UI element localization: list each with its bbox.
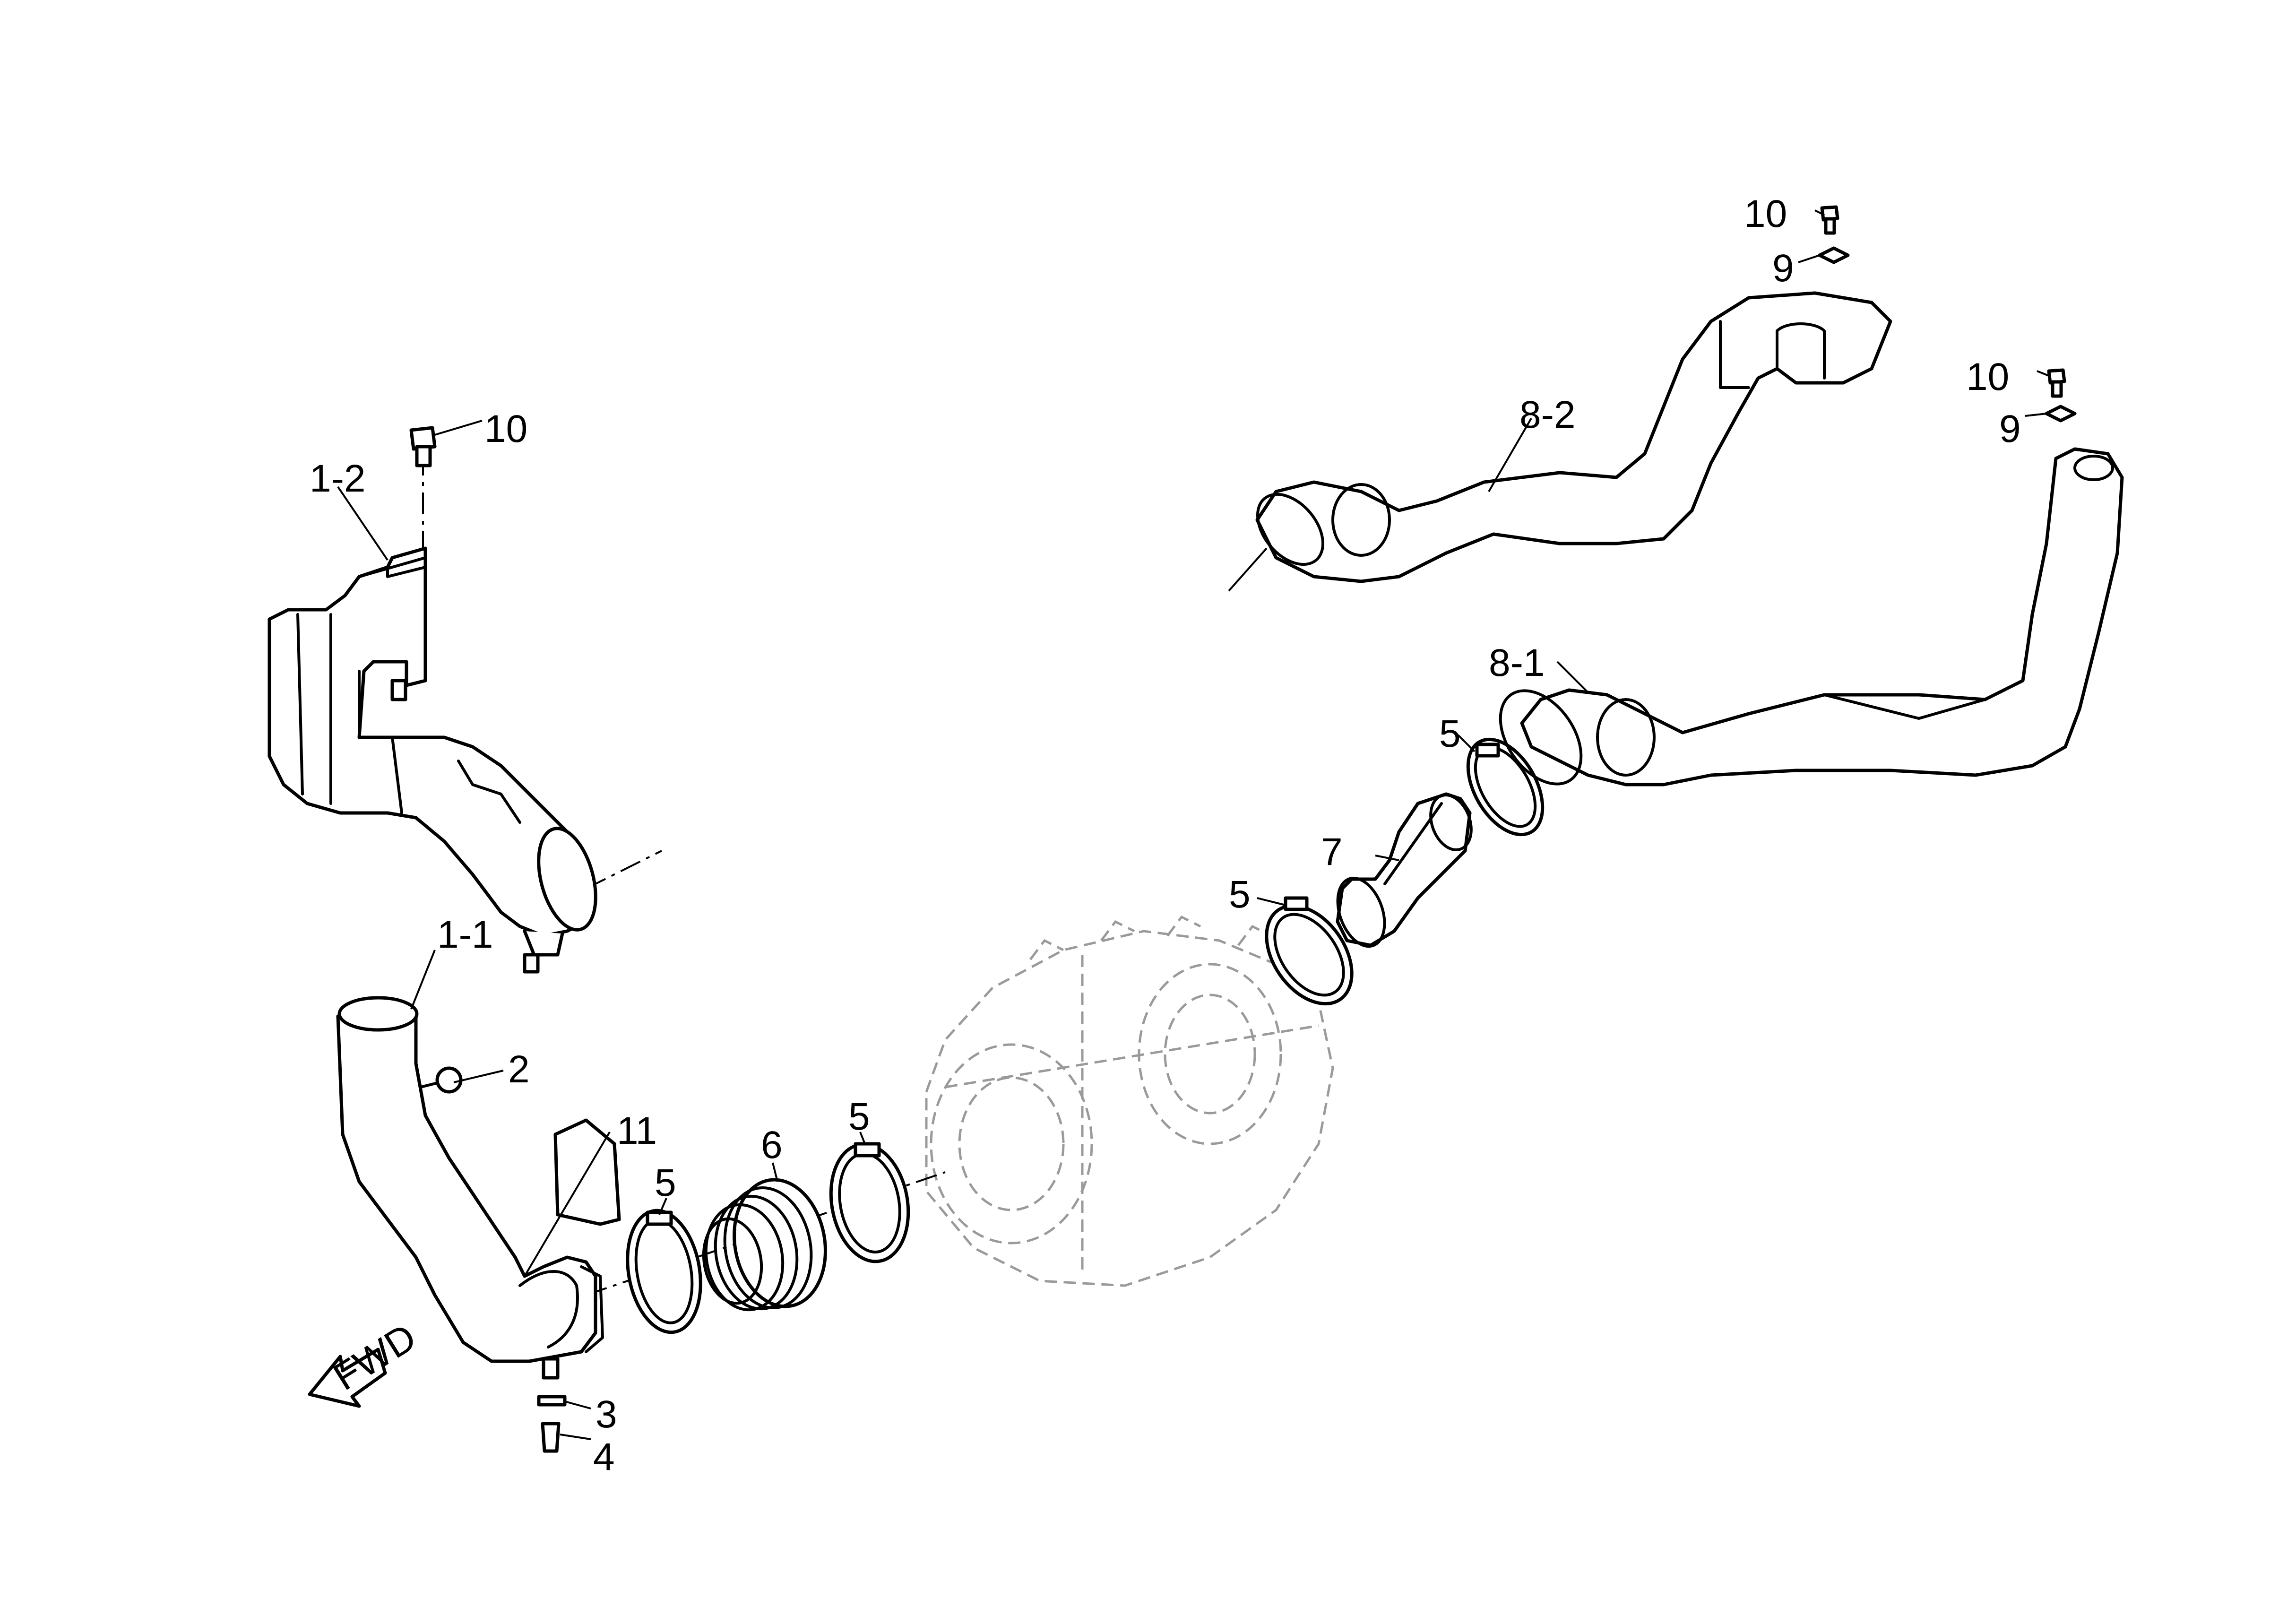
part-10-bolt-right [2047, 368, 2066, 398]
leader-lines [337, 209, 2049, 1440]
part-2-sensor [419, 1066, 463, 1094]
part-5-clamp-b [829, 1142, 910, 1263]
callout-1-2: 1-2 [310, 457, 366, 500]
forward-direction-arrow: FWD [308, 1315, 424, 1408]
part-1-2-duct [268, 546, 597, 974]
part-10-bolt-left [409, 426, 437, 467]
callout-8-1: 8-1 [1489, 641, 1545, 684]
part-5-clamp-d [1466, 737, 1545, 837]
part-8-2-duct [1255, 291, 1892, 583]
callout-4: 4 [593, 1435, 615, 1478]
part-5-clamp-c [1265, 896, 1354, 1006]
part-3-clip [537, 1395, 567, 1407]
callout-8-2: 8-2 [1519, 393, 1576, 436]
callout-5-c: 5 [1229, 873, 1251, 916]
callout-1-1: 1-1 [437, 913, 493, 956]
callout-3: 3 [596, 1393, 617, 1436]
callout-5-a: 5 [655, 1161, 676, 1204]
part-4-plug [541, 1422, 561, 1453]
callout-10-upper: 10 [1744, 192, 1787, 235]
callout-5-d: 5 [1439, 712, 1461, 755]
callout-11: 11 [617, 1109, 657, 1152]
callout-9-right: 9 [1999, 407, 2021, 450]
assembly-centerline-upper [586, 850, 662, 890]
callout-2: 2 [508, 1048, 530, 1091]
part-9-washer-upper [1818, 246, 1850, 264]
part-6-coupling [702, 1178, 827, 1312]
part-7-hose [1336, 792, 1473, 948]
callout-7: 7 [1321, 830, 1343, 873]
callout-6: 6 [761, 1123, 783, 1167]
part-8-1-duct [1499, 447, 2124, 786]
callout-10-left: 10 [484, 407, 527, 450]
part-5-clamp-a [626, 1209, 702, 1334]
forward-arrow-label: FWD [326, 1315, 424, 1399]
callout-labels: 1-2 10 1-1 2 11 5 6 5 3 4 5 7 5 8-1 8-2 … [310, 192, 2021, 1478]
callout-10-right: 10 [1966, 355, 2009, 398]
part-1-1-duct [336, 996, 604, 1380]
callout-9-upper: 9 [1772, 247, 1794, 290]
callout-5-b: 5 [848, 1095, 870, 1138]
part-9-washer-right [2045, 405, 2077, 423]
engine-housing-reference [925, 915, 1334, 1287]
part-10-bolt-upper [1820, 205, 1839, 235]
